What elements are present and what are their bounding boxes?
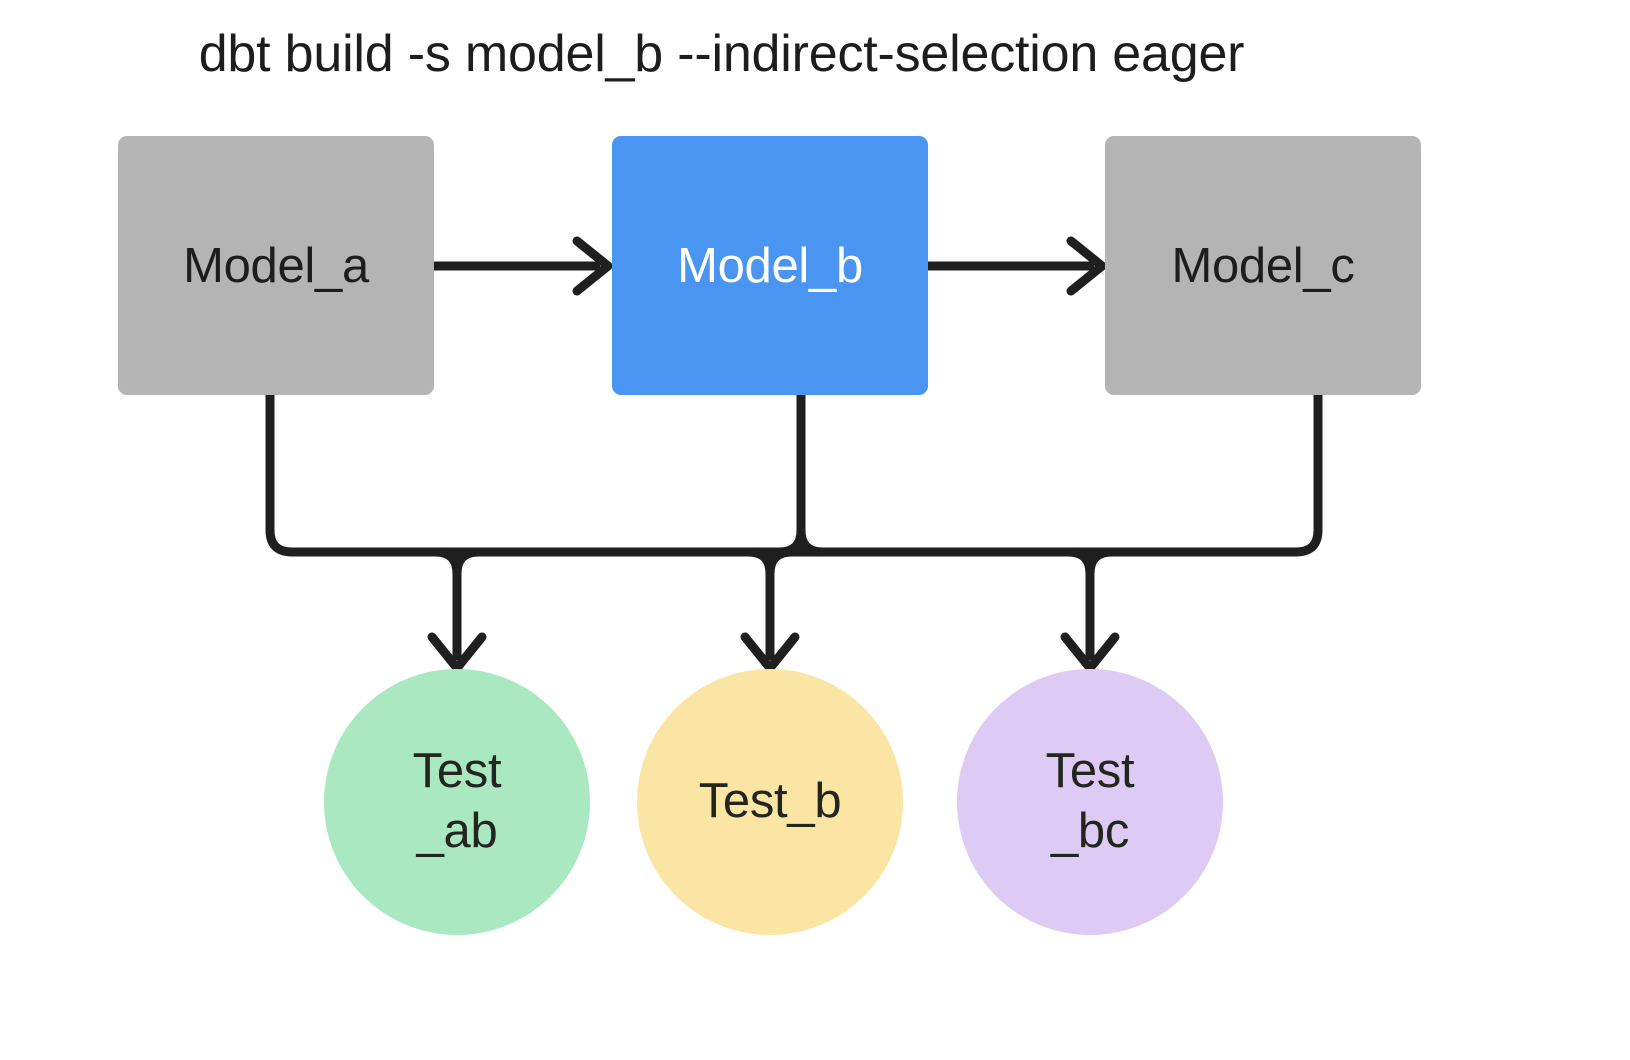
node-model-c-label: Model_c <box>1171 238 1355 293</box>
node-test-ab-label-line2: _ab <box>416 804 498 858</box>
edge-rail-to-test-bc <box>1060 552 1120 673</box>
node-test-b[interactable]: Test_b <box>637 669 903 935</box>
node-test-b-label-line1: Test_b <box>698 774 842 829</box>
node-model-a-label: Model_a <box>183 238 369 293</box>
node-model-b[interactable]: Model_b <box>612 136 928 395</box>
node-test-ab-label-line1: Test <box>412 744 502 799</box>
node-test-ab[interactable]: Test _ab <box>324 669 590 935</box>
rail-junction-fillets <box>434 529 1113 575</box>
node-test-bc-label-line1: Test <box>1045 744 1135 799</box>
edge-model-a-to-rail <box>265 395 455 557</box>
edge-model-a-to-model-b <box>434 236 613 296</box>
edge-model-b-to-model-c <box>928 236 1107 296</box>
edge-model-c-to-rail <box>1132 395 1323 557</box>
node-model-c[interactable]: Model_c <box>1105 136 1421 395</box>
edge-model-b-to-test-b <box>740 395 806 673</box>
node-test-bc[interactable]: Test _bc <box>957 669 1223 935</box>
node-model-b-label: Model_b <box>677 238 863 293</box>
edge-rail-to-test-ab <box>427 552 487 673</box>
node-model-a[interactable]: Model_a <box>118 136 434 395</box>
diagram-title: dbt build -s model_b --indirect-selectio… <box>198 25 1245 83</box>
node-test-bc-label-line2: _bc <box>1050 804 1130 858</box>
